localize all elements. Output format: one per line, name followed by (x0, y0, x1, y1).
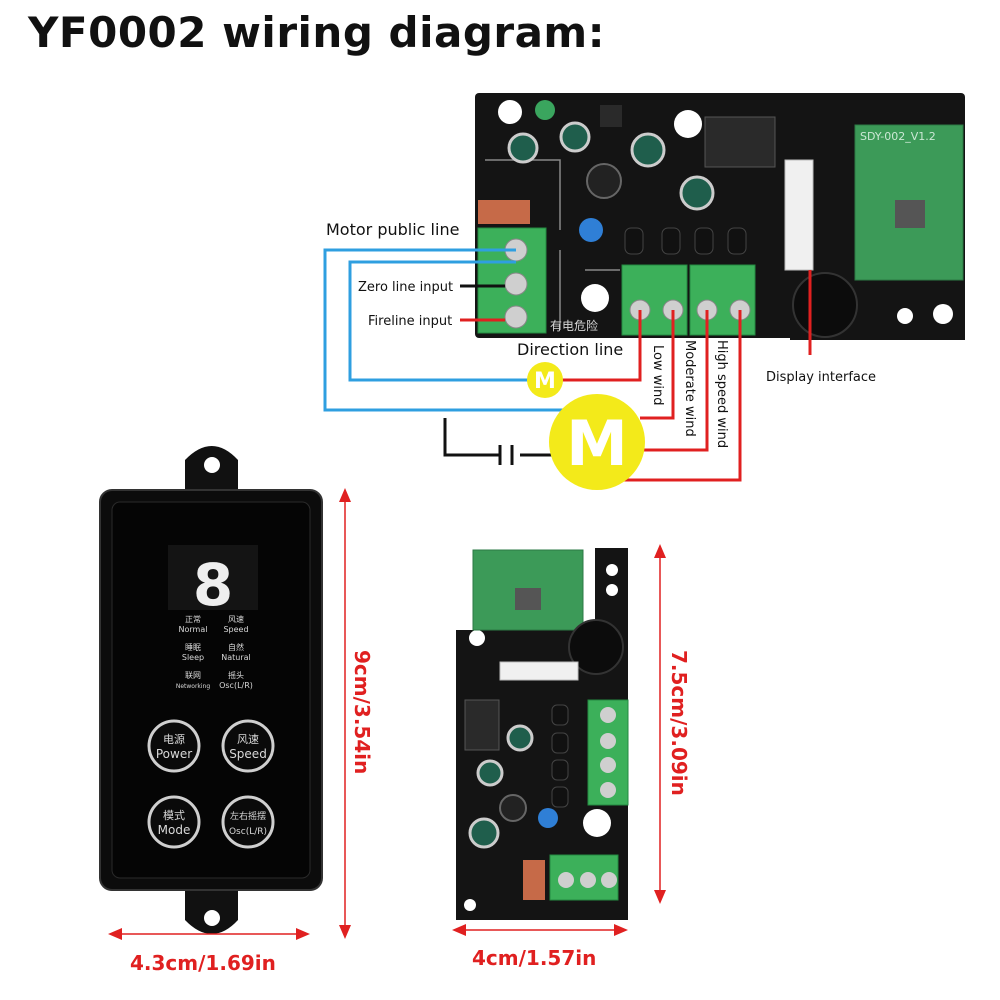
seven-segment-digit: 8 (193, 551, 233, 619)
main-control-board: SDY-002_V1.2 有电危险 (475, 93, 965, 340)
remote-width-dimension: 4.3cm/1.69in (108, 928, 310, 975)
mode-en-label: Natural (221, 653, 251, 662)
remote-button-en-label: Speed (229, 747, 267, 761)
remote-button-cn-label: 电源 (163, 732, 185, 746)
mode-cn-label: 联网 (185, 671, 201, 680)
board-width-dimension: 4cm/1.57in (452, 924, 628, 970)
motor-public-line-label: Motor public line (326, 220, 459, 239)
board-side-view (456, 548, 629, 920)
wires (323, 248, 812, 482)
mode-cn-label: 风速 (228, 615, 244, 624)
motor-large-label: M (566, 407, 628, 480)
remote-button-osclr[interactable]: 左右摇摆 Osc(L/R) (221, 795, 275, 849)
low-wind-label: Low wind (650, 345, 665, 405)
high-speed-wind-label: High speed wind (714, 340, 729, 448)
module-label: SDY-002_V1.2 (860, 130, 936, 143)
zero-line-input-label: Zero line input (358, 280, 453, 295)
display-interface-label: Display interface (766, 370, 876, 385)
mode-en-label: Networking (176, 683, 211, 690)
remote-button-ring[interactable] (221, 719, 275, 773)
fireline-input-label: Fireline input (368, 314, 452, 329)
motor-small-label: M (534, 369, 556, 394)
remote-button-cn-label: 模式 (163, 809, 185, 822)
board-width-label: 4cm/1.57in (472, 946, 596, 970)
remote-height-dimension: 9cm/3.54in (339, 488, 374, 939)
mode-en-label: Normal (179, 625, 208, 634)
warning-text: 有电危险 (550, 318, 598, 333)
motor-large: M (549, 394, 645, 490)
remote-button-en-label: Power (156, 747, 192, 761)
mode-en-label: Speed (223, 625, 248, 634)
remote-button-ring[interactable] (147, 719, 201, 773)
remote-height-label: 9cm/3.54in (350, 650, 374, 774)
remote-button-en-label: Osc(L/R) (229, 827, 267, 837)
remote-button-en-label: Mode (158, 823, 191, 837)
mode-en-label: Osc(L/R) (219, 681, 253, 690)
direction-line-label: Direction line (517, 340, 623, 359)
remote-button-ring[interactable] (147, 795, 201, 849)
mode-cn-label: 正常 (185, 615, 201, 624)
board-height-label: 7.5cm/3.09in (667, 650, 691, 796)
moderate-wind-label: Moderate wind (682, 340, 697, 437)
remote-button-cn-label: 左右摇摆 (230, 810, 266, 822)
page-title: YF0002 wiring diagram: (28, 8, 605, 57)
mode-en-label: Sleep (182, 653, 204, 662)
remote-button-cn-label: 风速 (237, 733, 259, 746)
remote-panel: 8 正常Normal风速Speed睡眠Sleep自然Natural联网Netwo… (99, 446, 323, 934)
mode-cn-label: 摇头 (228, 670, 244, 680)
mode-cn-label: 自然 (228, 642, 244, 652)
motor-small: M (527, 362, 563, 398)
remote-width-label: 4.3cm/1.69in (130, 951, 276, 975)
board-height-dimension: 7.5cm/3.09in (654, 544, 691, 904)
mode-cn-label: 睡眠 (185, 643, 201, 652)
remote-button-ring[interactable] (221, 795, 275, 849)
